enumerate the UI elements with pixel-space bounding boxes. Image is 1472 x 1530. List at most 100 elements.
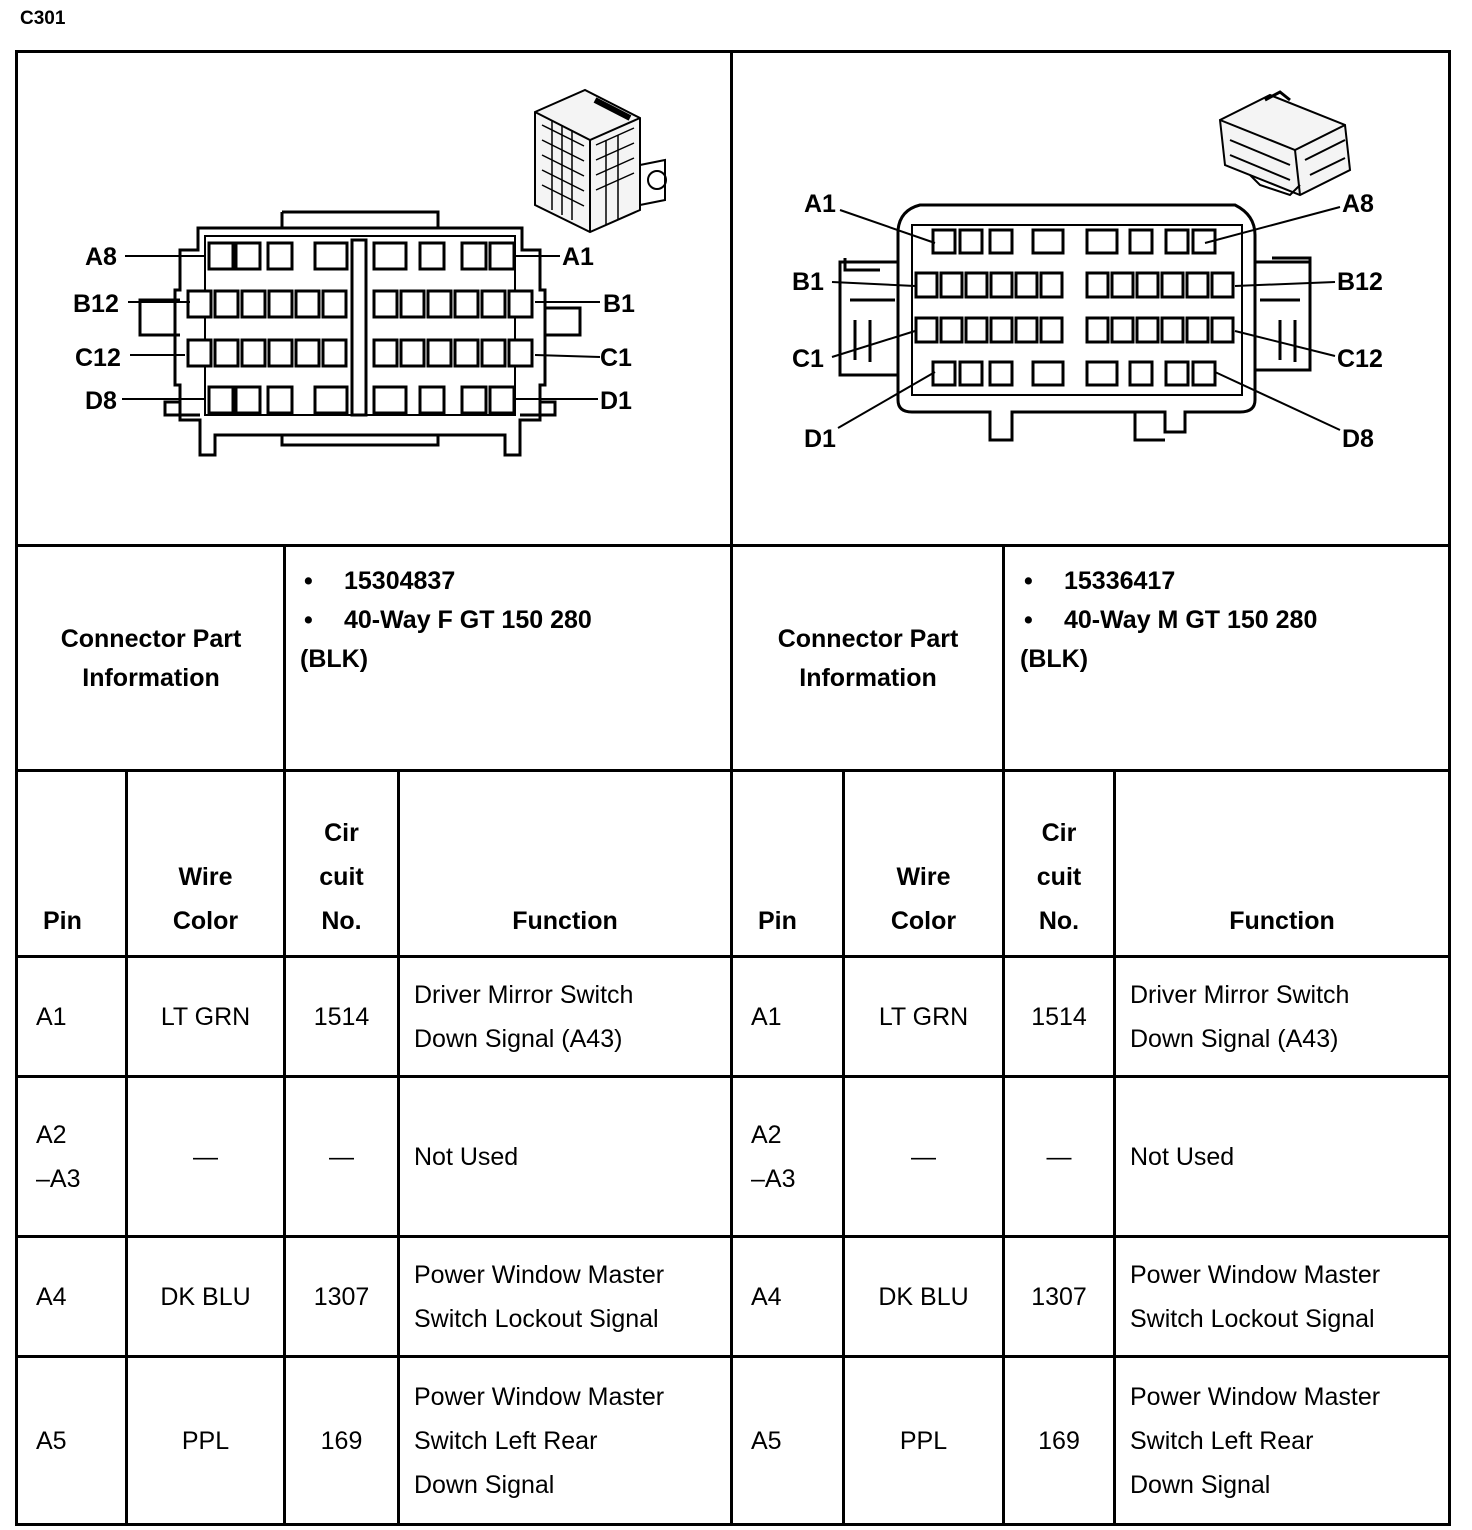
function-cell-line: Switch Lockout Signal	[414, 1304, 659, 1333]
wire-color-cell-text: PPL	[182, 1419, 229, 1463]
cavity	[321, 289, 348, 319]
function-header: Function	[1116, 772, 1448, 955]
circuit-number-cell: 169	[286, 1358, 397, 1523]
cavity	[1185, 271, 1210, 299]
function-cell-line: Driver Mirror Switch	[414, 980, 634, 1009]
circuit-number-cell-line: 1514	[1031, 1002, 1087, 1031]
cavity	[1210, 316, 1235, 344]
cavity	[1185, 316, 1210, 344]
circuit-number-cell: 1307	[286, 1238, 397, 1355]
cavity	[958, 228, 984, 255]
wire-color-cell-line: DK BLU	[160, 1282, 251, 1311]
pin-label-A8: A8	[1342, 190, 1374, 218]
cavity	[267, 289, 294, 319]
female-connector-diagram: A8 B12 C12 D8 A1 B1 C1 D1	[73, 88, 667, 457]
circuit-number-header-line: No.	[1038, 907, 1080, 935]
cavity	[266, 241, 294, 271]
pin-label-A1: A1	[804, 190, 836, 218]
circuit-number-cell: —	[286, 1078, 397, 1235]
cavity	[989, 271, 1014, 299]
function-cell: Not Used	[400, 1078, 730, 1235]
circuit-number-cell-line: —	[329, 1142, 354, 1171]
pin-cell-line: A2	[36, 1120, 67, 1149]
function-cell-line: Power Window Master	[414, 1382, 665, 1411]
pin-cell-line: A1	[751, 1002, 782, 1031]
circuit-number-cell-text: 169	[1038, 1419, 1080, 1463]
cavity	[488, 241, 516, 271]
connector-part-info-left: •15304837 •40-Way F GT 150 280 (BLK)	[300, 562, 720, 679]
cavity	[1110, 316, 1135, 344]
cavity	[914, 271, 939, 299]
table-rule	[125, 769, 128, 1526]
wire-color-cell-line: DK BLU	[878, 1282, 969, 1311]
table-rule	[283, 544, 286, 1526]
cavity	[480, 338, 507, 368]
pin-header-line: Pin	[43, 907, 82, 935]
circuit-number-header-line: No.	[321, 907, 362, 935]
function-cell-text: Not Used	[414, 1135, 518, 1179]
cavity	[1014, 271, 1039, 299]
cavity	[1191, 228, 1217, 255]
cavity	[313, 241, 349, 271]
cavity	[964, 316, 989, 344]
wire-color-cell: —	[845, 1078, 1002, 1235]
cavity	[1085, 271, 1110, 299]
circuit-number-cell: —	[1005, 1078, 1113, 1235]
cavity	[234, 241, 262, 271]
function-cell-line: Driver Mirror Switch	[1130, 980, 1350, 1009]
cavity	[1085, 228, 1119, 255]
pin-label-A8: A8	[85, 243, 117, 271]
wire-color-cell: PPL	[128, 1358, 283, 1523]
wire-color-cell-line: —	[193, 1142, 218, 1171]
wire-color-cell-line: PPL	[899, 1426, 948, 1455]
pin-label-D1: D1	[804, 425, 836, 453]
cavity	[988, 228, 1014, 255]
pin-label-D8: D8	[1342, 425, 1374, 453]
wire-color-cell: LT GRN	[128, 958, 283, 1075]
circuit-number-header-line: Cir	[324, 819, 359, 847]
table-rule	[15, 1235, 1451, 1238]
cavity	[931, 228, 957, 255]
wire-color-cell-line: LT GRN	[160, 1002, 251, 1031]
wire-color-cell: DK BLU	[128, 1238, 283, 1355]
circuit-number-cell: 169	[1005, 1358, 1113, 1523]
table-rule	[842, 769, 845, 1526]
pin-cell-text: A1	[751, 995, 782, 1039]
circuit-number-header-line: cuit	[1036, 863, 1082, 891]
table-rule	[15, 769, 1451, 772]
cavity	[988, 360, 1014, 387]
function-header: Function	[400, 772, 730, 955]
pin-cell: A4	[18, 1238, 125, 1355]
cavity	[294, 289, 321, 319]
pin-cell-text: A4	[751, 1275, 782, 1319]
cavity	[488, 385, 516, 415]
cavity	[1039, 316, 1064, 344]
pin-cell: A2–A3	[18, 1078, 125, 1235]
cavity	[399, 338, 426, 368]
pin-label-C1: C1	[600, 344, 632, 372]
part-number: 15304837	[344, 567, 456, 595]
cavity	[964, 271, 989, 299]
pin-label-B12: B12	[1337, 268, 1383, 296]
wire-color-header-line: Color	[172, 907, 239, 935]
cavity	[1031, 360, 1065, 387]
wire-color-cell-text: PPL	[900, 1419, 947, 1463]
cavity	[266, 385, 294, 415]
cavity	[1135, 316, 1160, 344]
wire-color-cell-text: DK BLU	[160, 1275, 250, 1319]
function-cell: Not Used	[1116, 1078, 1448, 1235]
wire-color-cell: DK BLU	[845, 1238, 1002, 1355]
cavity	[958, 360, 984, 387]
part-number-line: •15336417	[1024, 567, 1176, 595]
